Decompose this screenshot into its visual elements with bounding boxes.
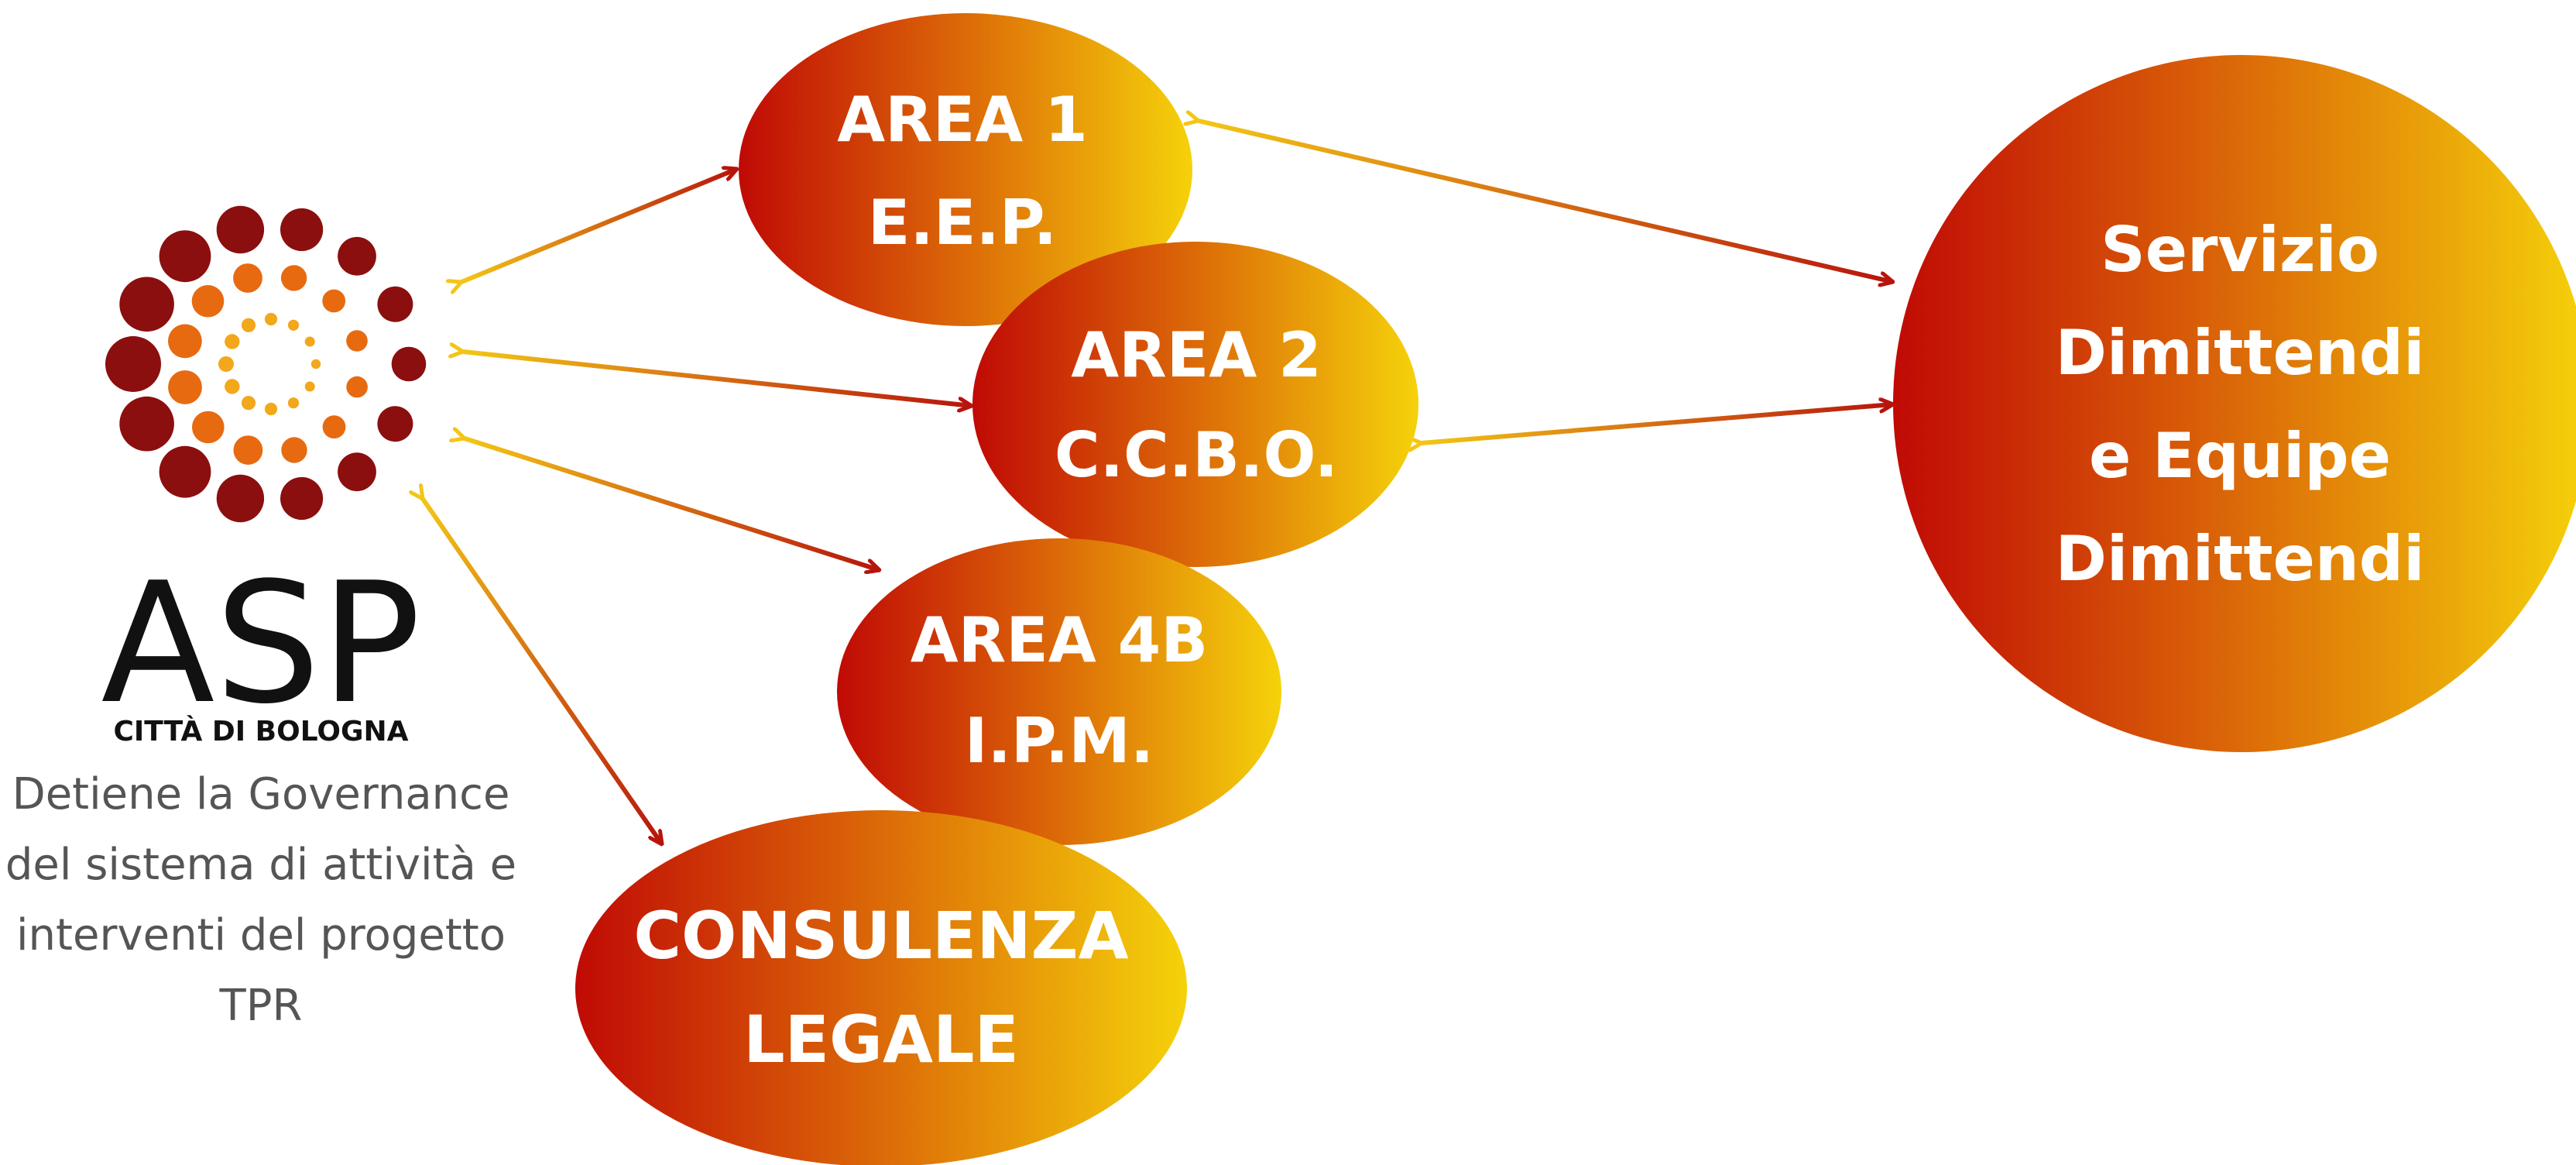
brand-name: ASP	[101, 546, 420, 741]
description-line-3: interventi del progetto	[16, 910, 506, 961]
arrow-asp-area1	[461, 169, 737, 282]
logo-dot	[377, 286, 413, 322]
logo-dot	[310, 359, 321, 369]
node-area1-line-2: E.E.P.	[868, 187, 1057, 259]
logo-dot	[346, 330, 368, 352]
logo-dot	[377, 406, 413, 442]
node-area4b-line-1: AREA 4B	[911, 604, 1209, 676]
connector-arrows	[423, 121, 1893, 844]
brand-subtitle: CITTÀ DI BOLOGNA	[113, 715, 408, 747]
logo-dot	[264, 312, 278, 326]
logo-dot	[322, 415, 346, 439]
logo-dot	[191, 285, 225, 318]
logo-dot	[216, 205, 265, 254]
logo-dot	[280, 265, 307, 291]
logo-dot	[216, 474, 265, 523]
logo-dot	[225, 379, 240, 394]
node-consulenza-line-2: LEGALE	[743, 1002, 1019, 1077]
arrow-asp-area2	[463, 352, 972, 406]
logo-dot	[168, 324, 202, 359]
logo-dot	[338, 452, 376, 492]
logo-dot	[218, 356, 234, 372]
logo-dot	[391, 346, 427, 382]
logo-dot	[233, 263, 262, 293]
node-area4b: AREA 4B I.P.M.	[837, 538, 1281, 845]
logo-dot	[338, 236, 376, 276]
node-area1-line-1: AREA 1	[837, 84, 1088, 156]
asp-logo	[105, 205, 427, 523]
logo-dot	[287, 319, 300, 331]
description-line-2: del sistema di attività e	[5, 840, 516, 890]
logo-dot	[280, 476, 324, 521]
logo-dot	[304, 336, 315, 347]
logo-dot	[159, 445, 211, 498]
logo-dot	[241, 396, 256, 411]
arrow-area1-servizio	[1199, 121, 1893, 282]
node-servizio-line-1: Servizio	[2101, 214, 2379, 286]
logo-dot	[322, 289, 346, 313]
logo-dot	[168, 370, 202, 404]
node-servizio: Servizio Dimittendi e Equipe Dimittendi	[1893, 55, 2576, 752]
node-area4b-line-2: I.P.M.	[965, 705, 1154, 777]
description-line-1: Detiene la Governance	[12, 769, 510, 820]
logo-dot	[287, 397, 300, 409]
logo-dot	[191, 411, 225, 444]
arrow-asp-area4b	[465, 438, 880, 570]
node-area2-line-1: AREA 2	[1071, 319, 1322, 391]
logo-dot	[119, 396, 174, 452]
logo-dot	[159, 230, 211, 283]
node-area2: AREA 2 C.C.B.O.	[972, 242, 1418, 567]
logo-dot	[105, 336, 161, 392]
node-area2-line-2: C.C.B.O.	[1055, 419, 1338, 491]
arrow-area2-servizio	[1422, 404, 1893, 443]
node-consulenza-line-1: CONSULENZA	[633, 898, 1128, 974]
arrow-asp-consulenza	[423, 499, 662, 844]
node-servizio-line-3: e Equipe	[2089, 420, 2391, 492]
logo-dot	[281, 437, 307, 463]
logo-dot	[346, 376, 368, 398]
node-servizio-line-2: Dimittendi	[2056, 317, 2425, 389]
logo-dot	[280, 208, 324, 252]
logo-dot	[233, 435, 263, 465]
logo-dot	[241, 318, 256, 332]
logo-dot	[225, 334, 240, 349]
description-line-4: TPR	[219, 981, 303, 1031]
node-consulenza: CONSULENZA LEGALE	[575, 810, 1187, 1165]
logo-dot	[119, 277, 174, 332]
logo-dot	[264, 402, 278, 416]
logo-dot	[304, 381, 315, 392]
node-area1: AREA 1 E.E.P.	[739, 13, 1192, 326]
node-servizio-line-4: Dimittendi	[2056, 523, 2425, 595]
